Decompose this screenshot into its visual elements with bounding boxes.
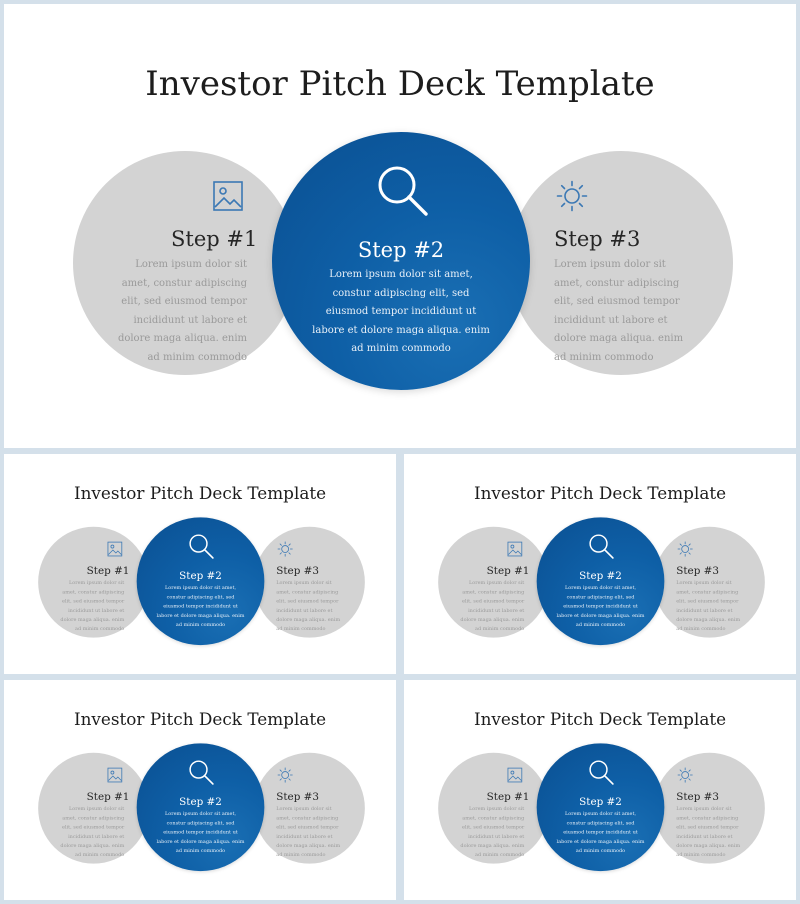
- step-3-circle: [253, 526, 365, 638]
- step-1-title: Step #1: [86, 790, 130, 803]
- step-3-title: Step #3: [554, 227, 641, 251]
- step-2-circle: [272, 132, 530, 390]
- step-3-circle: [253, 752, 365, 864]
- step-3-body: Lorem ipsum dolor sit amet, constur adip…: [676, 580, 741, 632]
- step-3-title: Step #3: [276, 790, 319, 803]
- step-2-title: Step #2: [357, 238, 445, 262]
- slide-content: Investor Pitch Deck Template Step #1 Lor…: [4, 4, 796, 448]
- image-icon: [507, 541, 523, 557]
- step-3-circle: [653, 752, 765, 864]
- slide-thumbnail-1[interactable]: Investor Pitch Deck Template Step #1 Lor…: [4, 454, 396, 674]
- slide-content: Investor Pitch Deck Template Step #1 Lor…: [4, 454, 396, 674]
- step-3-body: Lorem ipsum dolor sit amet, constur adip…: [554, 259, 684, 363]
- slide-title: Investor Pitch Deck Template: [73, 483, 327, 504]
- step-1-body: Lorem ipsum dolor sit amet, constur adip…: [460, 580, 525, 632]
- search-icon: [589, 760, 614, 785]
- step-3-title: Step #3: [276, 564, 319, 577]
- step-1-circle: [38, 752, 150, 864]
- search-icon: [378, 166, 428, 216]
- slide-title: Investor Pitch Deck Template: [473, 709, 727, 730]
- step-1-body: Lorem ipsum dolor sit amet, constur adip…: [460, 806, 525, 858]
- slide-title: Investor Pitch Deck Template: [473, 483, 727, 504]
- step-2-circle: [136, 517, 265, 646]
- slide-content: Investor Pitch Deck Template Step #1 Lor…: [404, 680, 796, 900]
- step-1-title: Step #1: [171, 227, 258, 251]
- step-2-body: Lorem ipsum dolor sit amet, constur adip…: [156, 585, 245, 628]
- image-icon: [213, 181, 243, 211]
- slide-content: Investor Pitch Deck Template Step #1 Lor…: [4, 680, 396, 900]
- sun-icon: [677, 541, 693, 557]
- step-1-body: Lorem ipsum dolor sit amet, constur adip…: [117, 259, 247, 363]
- step-1-circle: [438, 752, 550, 864]
- slide-content: Investor Pitch Deck Template Step #1 Lor…: [404, 454, 796, 674]
- slide-thumbnail-2[interactable]: Investor Pitch Deck Template Step #1 Lor…: [404, 454, 796, 674]
- step-3-body: Lorem ipsum dolor sit amet, constur adip…: [276, 806, 341, 858]
- step-3-circle: [509, 151, 733, 375]
- step-1-circle: [38, 526, 150, 638]
- image-icon: [107, 767, 123, 783]
- slide-main[interactable]: Investor Pitch Deck Template Step #1 Lor…: [4, 4, 796, 448]
- step-3-circle: [653, 526, 765, 638]
- step-2-title: Step #2: [579, 795, 622, 808]
- search-icon: [189, 760, 214, 785]
- slide-title: Investor Pitch Deck Template: [73, 709, 327, 730]
- step-2-body: Lorem ipsum dolor sit amet, constur adip…: [156, 811, 245, 854]
- step-2-body: Lorem ipsum dolor sit amet, constur adip…: [556, 585, 645, 628]
- image-icon: [507, 767, 523, 783]
- step-3-body: Lorem ipsum dolor sit amet, constur adip…: [676, 806, 741, 858]
- step-3-title: Step #3: [676, 564, 719, 577]
- sun-icon: [277, 541, 293, 557]
- step-1-body: Lorem ipsum dolor sit amet, constur adip…: [60, 806, 125, 858]
- slide-title: Investor Pitch Deck Template: [145, 64, 655, 104]
- slide-thumbnail-4[interactable]: Investor Pitch Deck Template Step #1 Lor…: [404, 680, 796, 900]
- step-1-title: Step #1: [486, 564, 530, 577]
- step-2-body: Lorem ipsum dolor sit amet, constur adip…: [556, 811, 645, 854]
- step-1-title: Step #1: [486, 790, 530, 803]
- step-2-title: Step #2: [579, 569, 622, 582]
- step-1-body: Lorem ipsum dolor sit amet, constur adip…: [60, 580, 125, 632]
- step-1-circle: [438, 526, 550, 638]
- step-1-circle: [73, 151, 297, 375]
- step-1-title: Step #1: [86, 564, 130, 577]
- image-icon: [107, 541, 123, 557]
- sun-icon: [556, 180, 588, 212]
- step-2-title: Step #2: [179, 569, 222, 582]
- search-icon: [589, 534, 614, 559]
- step-2-circle: [136, 743, 265, 872]
- step-2-body: Lorem ipsum dolor sit amet, constur adip…: [312, 269, 490, 355]
- sun-icon: [677, 767, 693, 783]
- sun-icon: [277, 767, 293, 783]
- step-2-circle: [536, 517, 665, 646]
- step-3-title: Step #3: [676, 790, 719, 803]
- step-2-circle: [536, 743, 665, 872]
- search-icon: [189, 534, 214, 559]
- step-2-title: Step #2: [179, 795, 222, 808]
- step-3-body: Lorem ipsum dolor sit amet, constur adip…: [276, 580, 341, 632]
- slide-thumbnail-3[interactable]: Investor Pitch Deck Template Step #1 Lor…: [4, 680, 396, 900]
